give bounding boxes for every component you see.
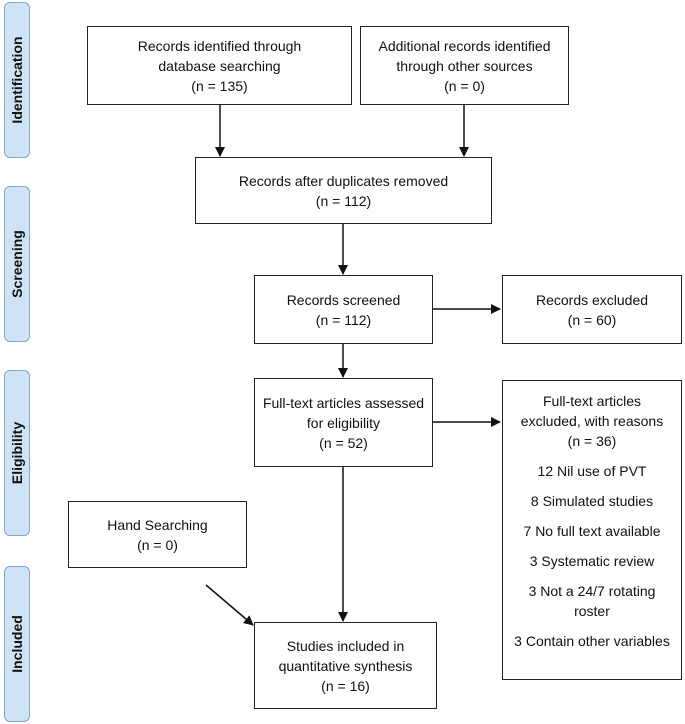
exclusion-reason: 12 Nil use of PVT — [537, 463, 647, 479]
box-count: (n = 16) — [321, 677, 370, 694]
box-text: database searching — [158, 57, 281, 74]
box-count: (n = 0) — [137, 536, 178, 553]
box-hand-searching: Hand Searching (n = 0) — [68, 501, 247, 568]
box-text: Records screened — [286, 291, 401, 308]
exclusion-reason: 7 No full text available — [523, 523, 661, 539]
box-text: Studies included in — [286, 637, 405, 654]
box-count: (n = 112) — [315, 311, 372, 328]
stage-screening: Screening — [4, 186, 30, 342]
box-duplicates-removed: Records after duplicates removed (n = 11… — [195, 157, 492, 224]
box-text: Records excluded — [535, 291, 649, 308]
exclusion-reason: 3 Not a 24/7 rotating — [528, 583, 656, 599]
box-other-sources: Additional records identified through ot… — [360, 26, 569, 105]
box-text: Hand Searching — [107, 516, 208, 533]
box-text: Records after duplicates removed — [238, 172, 449, 189]
stage-included: Included — [4, 566, 30, 722]
box-text: through other sources — [396, 57, 533, 74]
box-count: (n = 0) — [444, 77, 485, 94]
exclusion-reason: 3 Systematic review — [529, 553, 655, 569]
box-count: (n = 36) — [567, 433, 617, 449]
exclusion-reason-cont: roster — [574, 603, 610, 619]
box-text: Records identified through — [137, 37, 302, 54]
box-records-excluded: Records excluded (n = 60) — [502, 275, 682, 344]
box-text: quantitative synthesis — [278, 657, 413, 674]
exclusion-reason: 3 Contain other variables — [514, 633, 670, 649]
box-database-search: Records identified through database sear… — [87, 26, 352, 105]
arrow-hand-to-included — [205, 584, 254, 626]
box-text: Additional records identified — [378, 37, 551, 54]
box-fulltext-assessed: Full-text articles assessed for eligibil… — [254, 378, 433, 467]
box-text: for eligibility — [306, 414, 381, 431]
stage-identification: Identification — [4, 2, 30, 158]
box-studies-included: Studies included in quantitative synthes… — [254, 622, 437, 709]
box-text: Full-text articles — [542, 393, 642, 409]
box-records-screened: Records screened (n = 112) — [254, 275, 433, 344]
box-text: excluded, with reasons — [520, 413, 664, 429]
exclusion-reason: 8 Simulated studies — [530, 493, 654, 509]
box-count: (n = 135) — [191, 77, 248, 94]
box-count: (n = 60) — [567, 311, 617, 328]
box-count: (n = 52) — [319, 434, 368, 451]
stage-eligibility: Eligibility — [4, 370, 30, 536]
box-count: (n = 112) — [315, 192, 372, 209]
box-fulltext-excluded: Full-text articles excluded, with reason… — [502, 380, 682, 680]
box-text: Full-text articles assessed — [262, 394, 425, 411]
